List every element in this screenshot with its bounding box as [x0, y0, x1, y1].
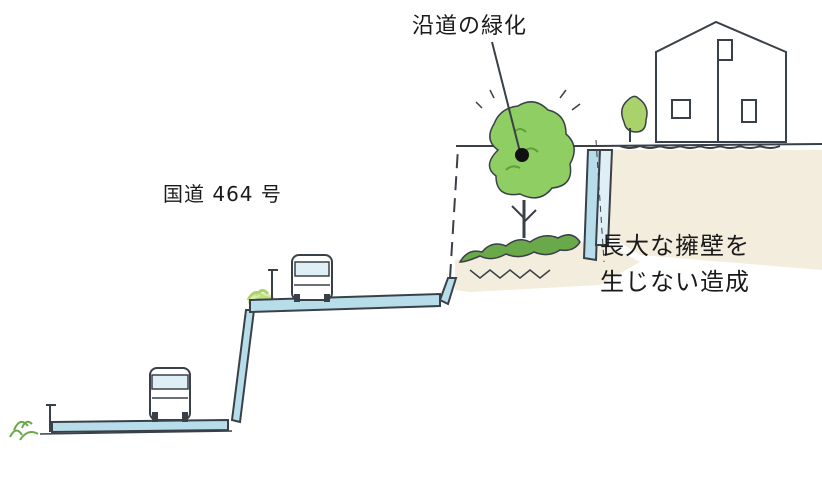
lower-vehicle [149, 367, 191, 422]
short-retaining-wall [582, 149, 614, 262]
middle-vehicle [291, 254, 333, 302]
retaining-wall-label-line1: 長大な擁壁を [600, 232, 750, 260]
retaining-wall-label: 長大な擁壁を 生じない造成 [600, 228, 750, 300]
shrub-hedge [458, 234, 581, 279]
property-line [595, 139, 605, 263]
small-tree [621, 95, 648, 142]
retaining-wall-label-line2: 生じない造成 [600, 268, 750, 296]
leader-line [491, 41, 529, 162]
national-route-label: 国道 464 号 [163, 182, 282, 206]
roadside-greening-label: 沿道の緑化 [412, 14, 528, 39]
grass-tuft-left [9, 420, 39, 441]
roadside-tree [475, 89, 581, 238]
marker-dot [515, 148, 529, 162]
first-slope-wall [230, 309, 256, 424]
house [655, 20, 787, 143]
lower-road [39, 404, 233, 435]
upper-slope [438, 147, 459, 306]
middle-road [249, 269, 441, 314]
